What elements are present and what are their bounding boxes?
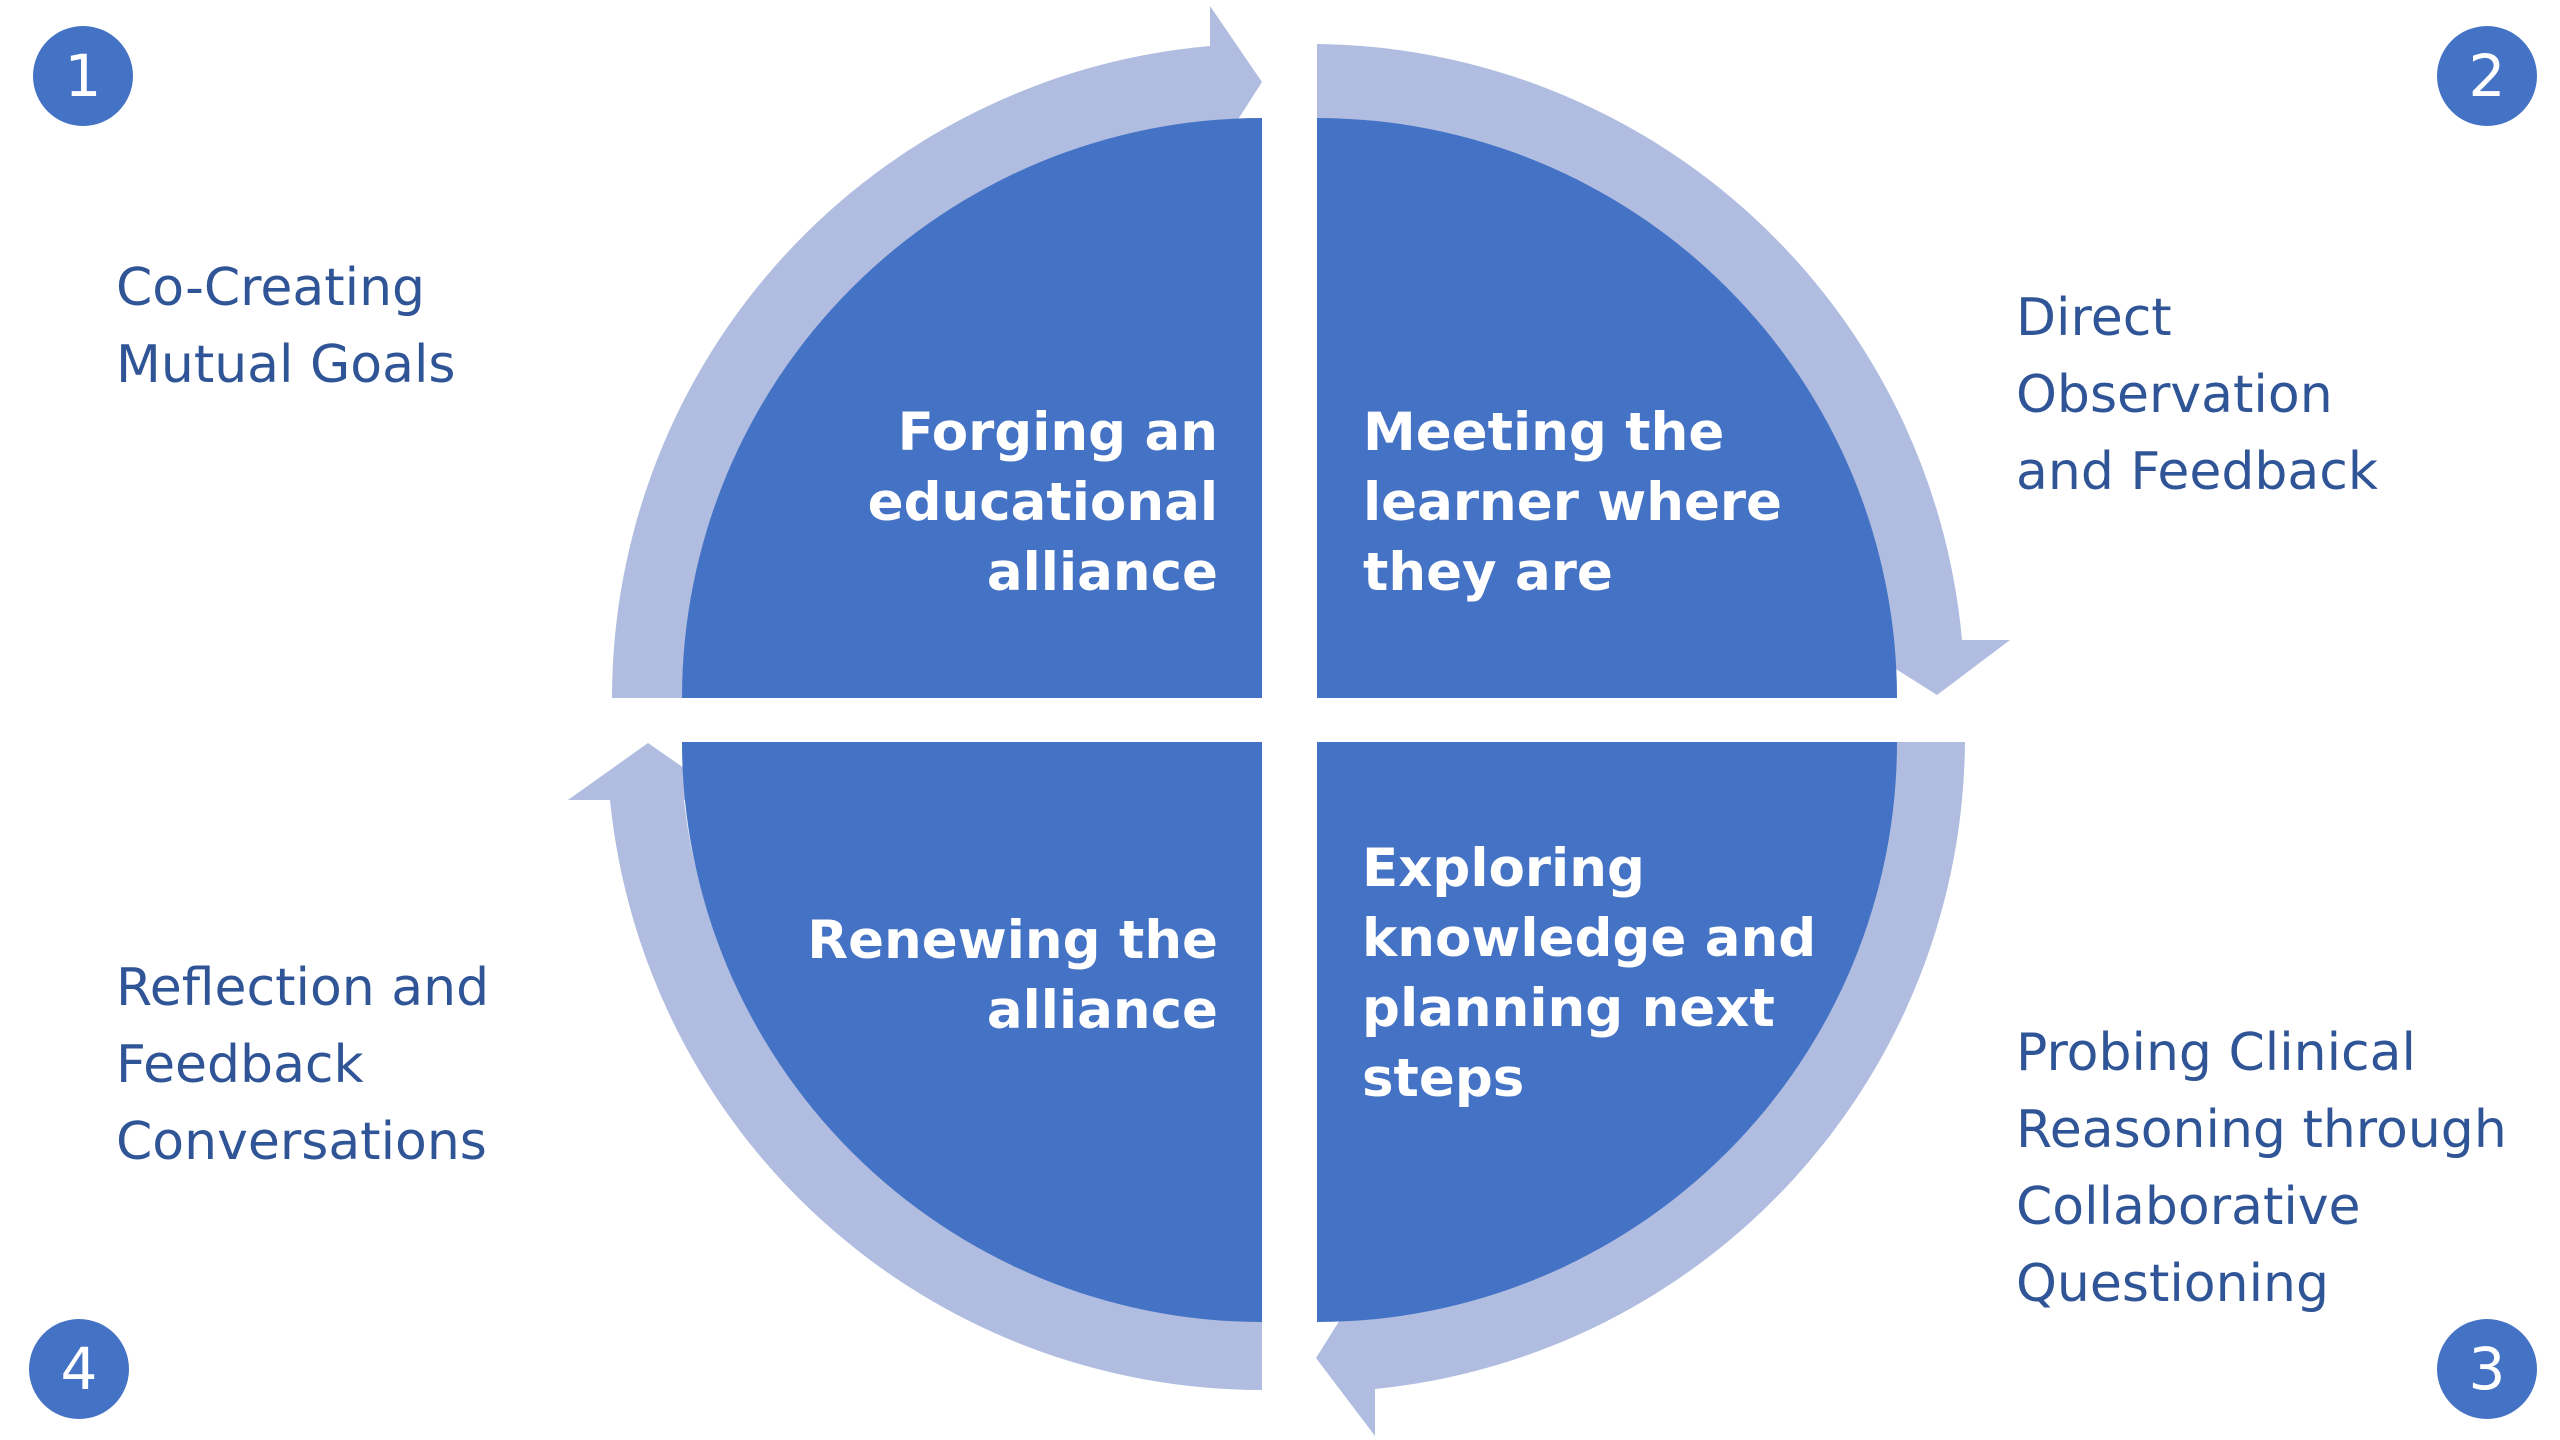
side-3-line-1: Probing Clinical (2016, 1023, 2416, 1083)
quadrant-bottom-left (682, 742, 1262, 1322)
side-text-4: Reflection and Feedback Conversations (116, 950, 489, 1181)
quadrant-top-right (1317, 118, 1897, 698)
step-number-badge-2: 2 (2437, 26, 2537, 126)
side-4-line-3: Conversations (116, 1112, 487, 1172)
step-number-badge-1: 1 (33, 26, 133, 126)
quadrant-3-line-2: knowledge and (1362, 908, 1817, 969)
quadrant-label-2: Meeting the learner where they are (1363, 398, 1782, 608)
side-2-line-3: and Feedback (2016, 442, 2378, 502)
quadrant-4-line-2: alliance (986, 980, 1218, 1041)
side-2-line-1: Direct (2016, 288, 2172, 348)
side-3-line-3: Collaborative (2016, 1177, 2361, 1237)
side-4-line-1: Reflection and (116, 958, 490, 1018)
quadrant-3-line-3: planning next (1362, 978, 1775, 1039)
quadrant-1-line-2: educational (867, 472, 1218, 533)
side-2-line-2: Observation (2016, 365, 2333, 425)
quadrant-3-line-1: Exploring (1362, 838, 1645, 899)
quadrant-2-line-3: they are (1363, 542, 1613, 603)
step-number-badge-4: 4 (29, 1319, 129, 1419)
side-text-1: Co-Creating Mutual Goals (116, 250, 456, 404)
ring-arrow-bottom-left (568, 743, 1262, 1391)
quadrant-2-line-1: Meeting the (1363, 402, 1725, 463)
quadrant-1-line-3: alliance (986, 542, 1218, 603)
ring-arrow-top-right (1317, 44, 2010, 695)
side-1-line-2: Mutual Goals (116, 335, 456, 395)
quadrant-label-4: Renewing the alliance (807, 906, 1218, 1046)
side-4-line-2: Feedback (116, 1035, 364, 1095)
quadrant-2-line-2: learner where (1363, 472, 1783, 533)
side-text-2: Direct Observation and Feedback (2016, 280, 2378, 511)
side-3-line-2: Reasoning through (2016, 1100, 2507, 1160)
quadrant-bottom-right (1317, 742, 1897, 1322)
quadrant-top-left (682, 118, 1262, 698)
quadrant-3-line-4: steps (1362, 1048, 1525, 1109)
side-text-3: Probing Clinical Reasoning through Colla… (2016, 1015, 2507, 1323)
ring-arrow-top-left (612, 6, 1262, 698)
quadrant-label-3: Exploring knowledge and planning next st… (1362, 834, 1816, 1114)
side-1-line-1: Co-Creating (116, 258, 426, 318)
quadrant-1-line-1: Forging an (897, 402, 1218, 463)
quadrant-4-line-1: Renewing the (807, 910, 1218, 971)
quadrant-label-1: Forging an educational alliance (868, 398, 1218, 608)
step-number-badge-3: 3 (2437, 1319, 2537, 1419)
side-3-line-4: Questioning (2016, 1254, 2329, 1314)
ring-arrow-bottom-right (1316, 742, 1965, 1436)
